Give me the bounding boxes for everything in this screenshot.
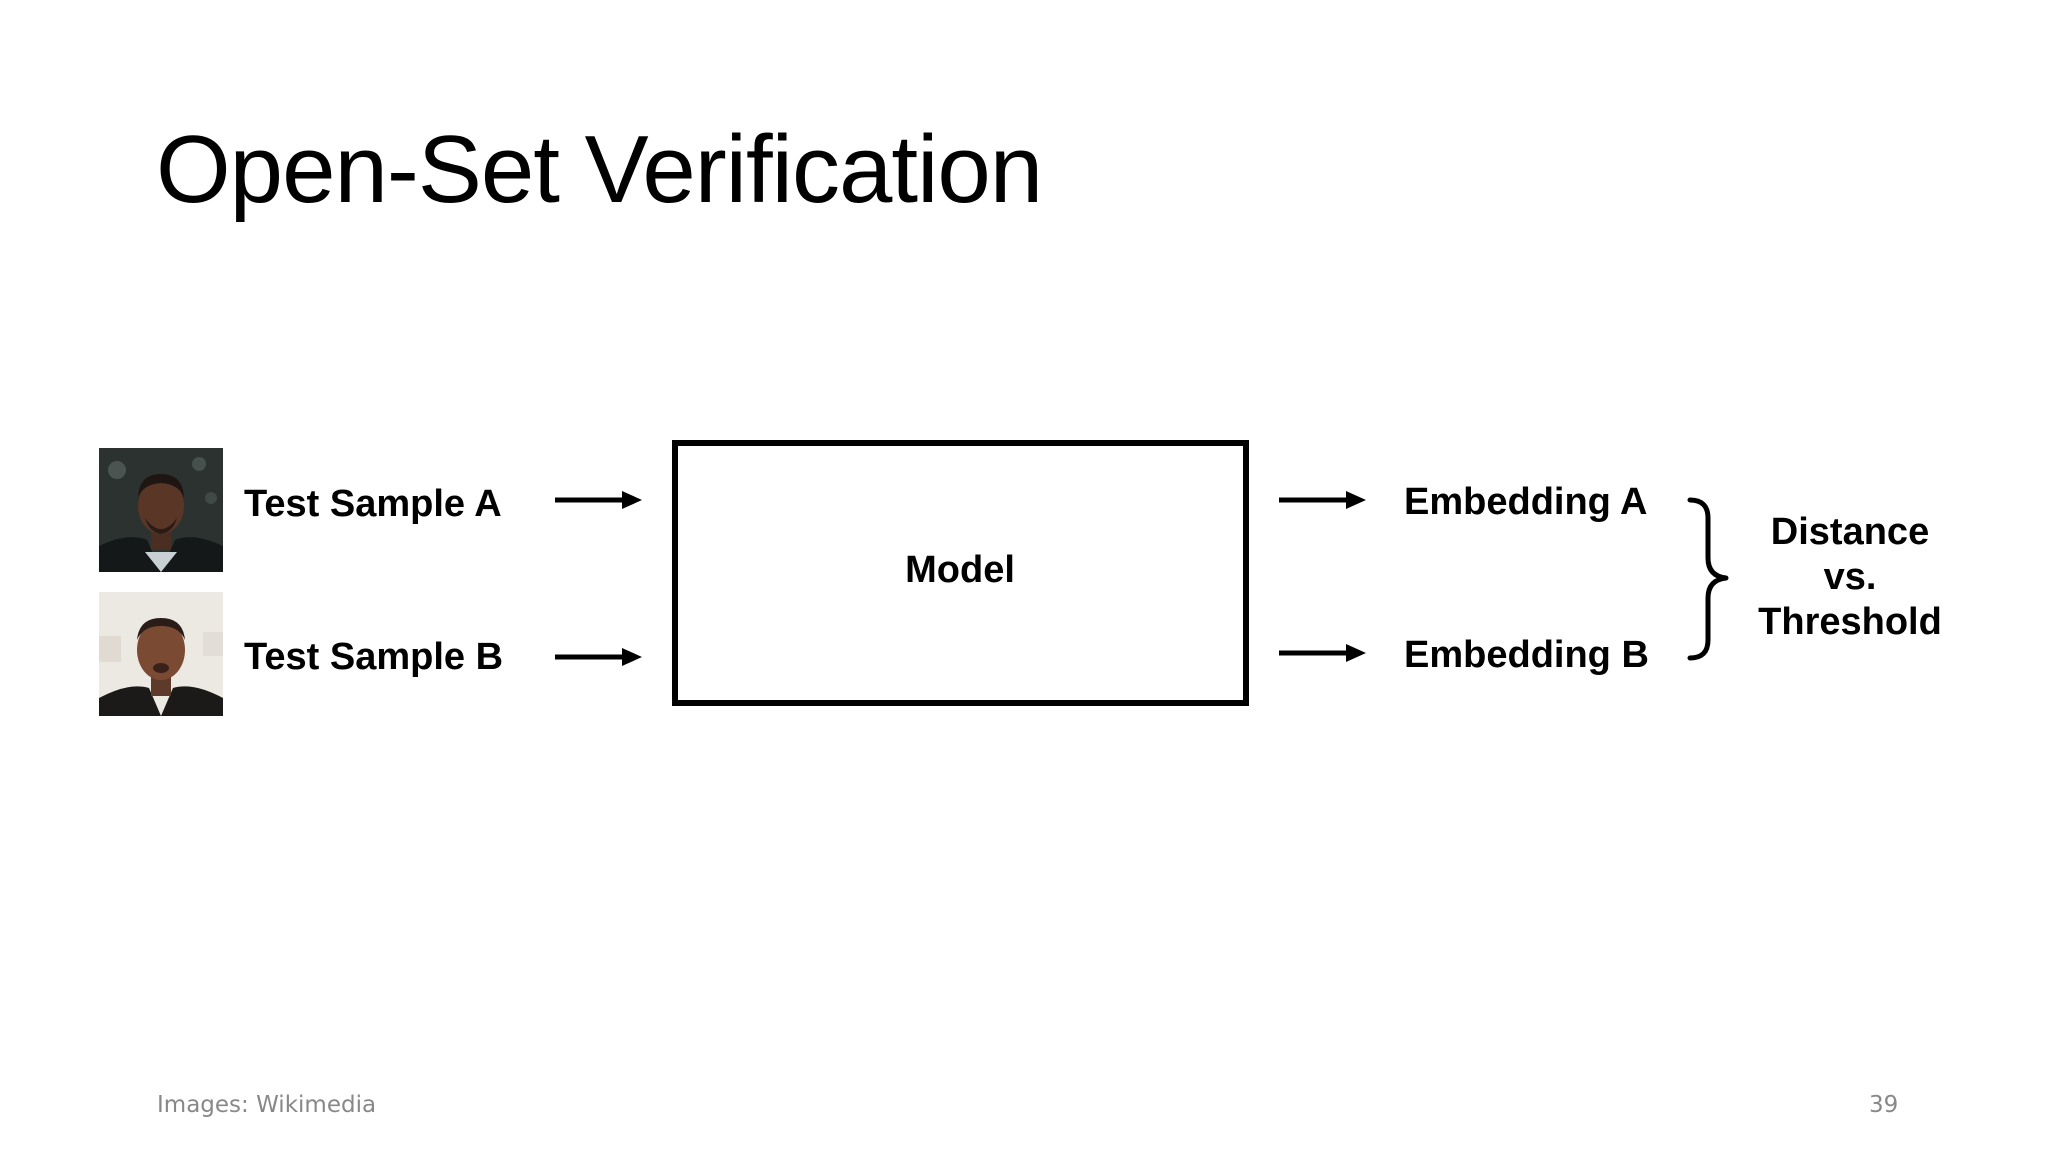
result-line: Distance — [1770, 511, 1930, 553]
right-arrow-icon — [1279, 644, 1366, 662]
test-sample-a-label: Test Sample A — [244, 483, 502, 525]
right-arrow-icon — [1279, 491, 1366, 509]
test-sample-a-photo — [99, 448, 223, 572]
embedding-a-label: Embedding A — [1404, 481, 1648, 523]
slide-title: Open-Set Verification — [156, 116, 1043, 223]
embedding-b-label: Embedding B — [1404, 634, 1649, 676]
image-credit: Images: Wikimedia — [157, 1092, 377, 1118]
right-brace-icon — [1687, 497, 1729, 661]
result-line: vs. — [1823, 556, 1877, 598]
test-sample-b-photo — [99, 592, 223, 716]
page-number: 39 — [1869, 1092, 1899, 1118]
model-box — [672, 440, 1249, 706]
right-arrow-icon — [555, 491, 642, 509]
distance-vs-threshold-label: Distance vs. Threshold — [1740, 510, 1960, 645]
test-sample-b-label: Test Sample B — [244, 636, 504, 678]
right-arrow-icon — [555, 648, 642, 666]
result-line: Threshold — [1758, 601, 1942, 643]
